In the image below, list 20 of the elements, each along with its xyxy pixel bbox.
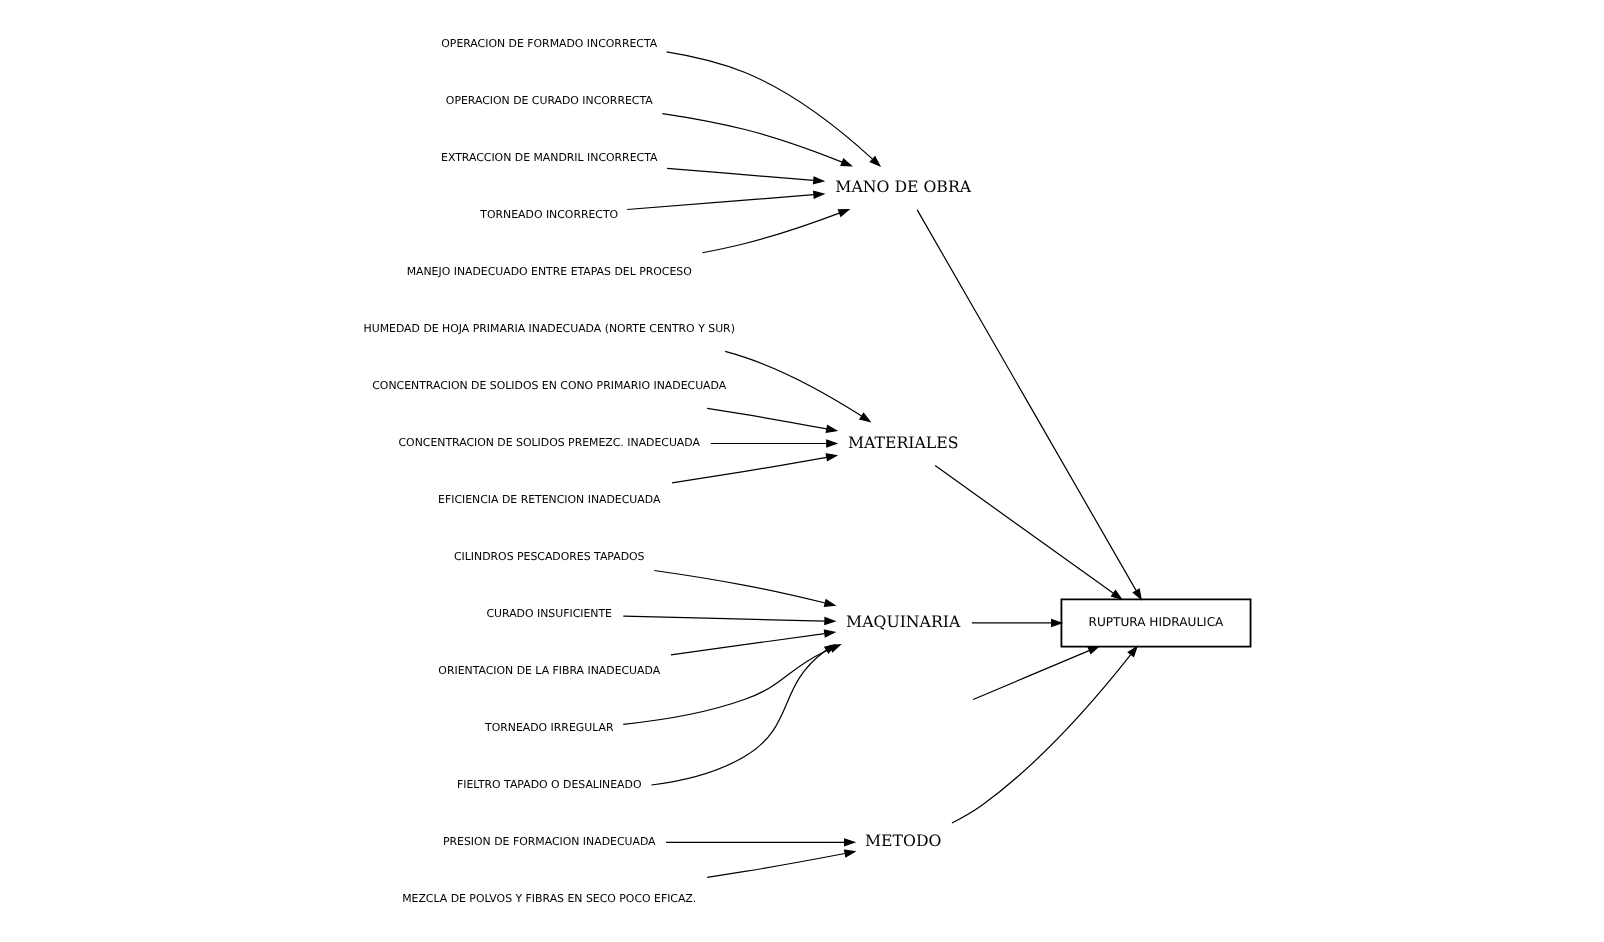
arrow [934, 463, 1123, 600]
arrow [670, 628, 837, 655]
arrow [661, 111, 853, 166]
arrow [671, 452, 839, 483]
arrow [710, 438, 839, 447]
arrow [971, 617, 1064, 627]
arrow [724, 349, 872, 422]
arrow [622, 614, 837, 625]
arrow [650, 642, 837, 785]
arrow [666, 50, 882, 166]
arrow [666, 166, 826, 184]
arrow [665, 837, 857, 846]
arrow [951, 644, 1139, 823]
arrow [653, 568, 837, 607]
arrow [701, 207, 851, 253]
arrow [706, 406, 839, 432]
arrow [972, 644, 1101, 700]
arrow [916, 208, 1143, 600]
arrow [626, 189, 826, 210]
arrow [706, 848, 857, 878]
